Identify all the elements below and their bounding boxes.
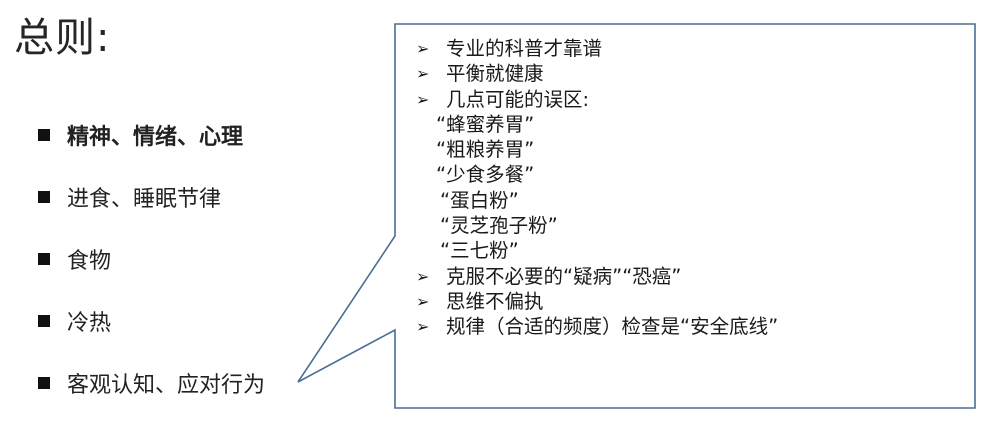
list-item-label: 精神、情绪、心理 (67, 125, 244, 150)
list-item-label: 食物 (67, 249, 112, 274)
arrowhead-bullet-icon: ➢ (416, 64, 430, 84)
arrowhead-bullet-icon: ➢ (416, 89, 430, 109)
callout-line: ➢ 平衡就健康 (416, 62, 544, 86)
principles-list: 精神、情绪、心理 进食、睡眠节律 食物 冷热 客观认知、应对行为 (38, 120, 265, 430)
callout-line: ➢ 思维不偏执 (416, 289, 544, 313)
callout-list: ➢ 专业的科普才靠谱 ➢ 平衡就健康 ➢ 几点可能的误区: “蜂蜜养胃” “粗粮… (416, 36, 972, 340)
list-item-label: 客观认知、应对行为 (67, 373, 266, 398)
arrowhead-bullet-icon: ➢ (416, 291, 430, 311)
callout-line: ➢ 专业的科普才靠谱 (416, 37, 603, 60)
list-item-label: 冷热 (67, 311, 112, 336)
callout-subline: “三七粉” (440, 239, 519, 263)
arrowhead-bullet-icon: ➢ (416, 39, 430, 58)
callout-subline: “少食多餐” (436, 163, 535, 187)
list-item: 进食、睡眠节律 (38, 182, 265, 212)
callout-subline: “蜂蜜养胃” (436, 112, 535, 136)
list-item: 冷热 (38, 306, 265, 336)
square-bullet-icon (38, 129, 50, 141)
square-bullet-icon (38, 253, 50, 265)
callout-line: ➢ 克服不必要的“疑病”“恐癌” (416, 264, 682, 288)
callout-line: ➢ 几点可能的误区: (416, 87, 590, 111)
arrowhead-bullet-icon: ➢ (416, 317, 430, 337)
square-bullet-icon (38, 315, 50, 327)
page-title: 总则: (14, 15, 111, 61)
arrowhead-bullet-icon: ➢ (416, 266, 430, 286)
callout-subline: “粗粮养胃” (436, 138, 535, 162)
list-item: 精神、情绪、心理 (38, 120, 265, 150)
callout-subline: “蛋白粉” (440, 188, 519, 212)
callout-line: ➢ 规律（合适的频度）检查是“安全底线” (416, 315, 779, 339)
list-item: 食物 (38, 244, 265, 274)
list-item-label: 进食、睡眠节律 (67, 187, 222, 212)
square-bullet-icon (38, 377, 50, 389)
callout-subline: “灵芝孢子粉” (440, 214, 558, 238)
list-item: 客观认知、应对行为 (38, 368, 265, 398)
square-bullet-icon (38, 191, 50, 203)
